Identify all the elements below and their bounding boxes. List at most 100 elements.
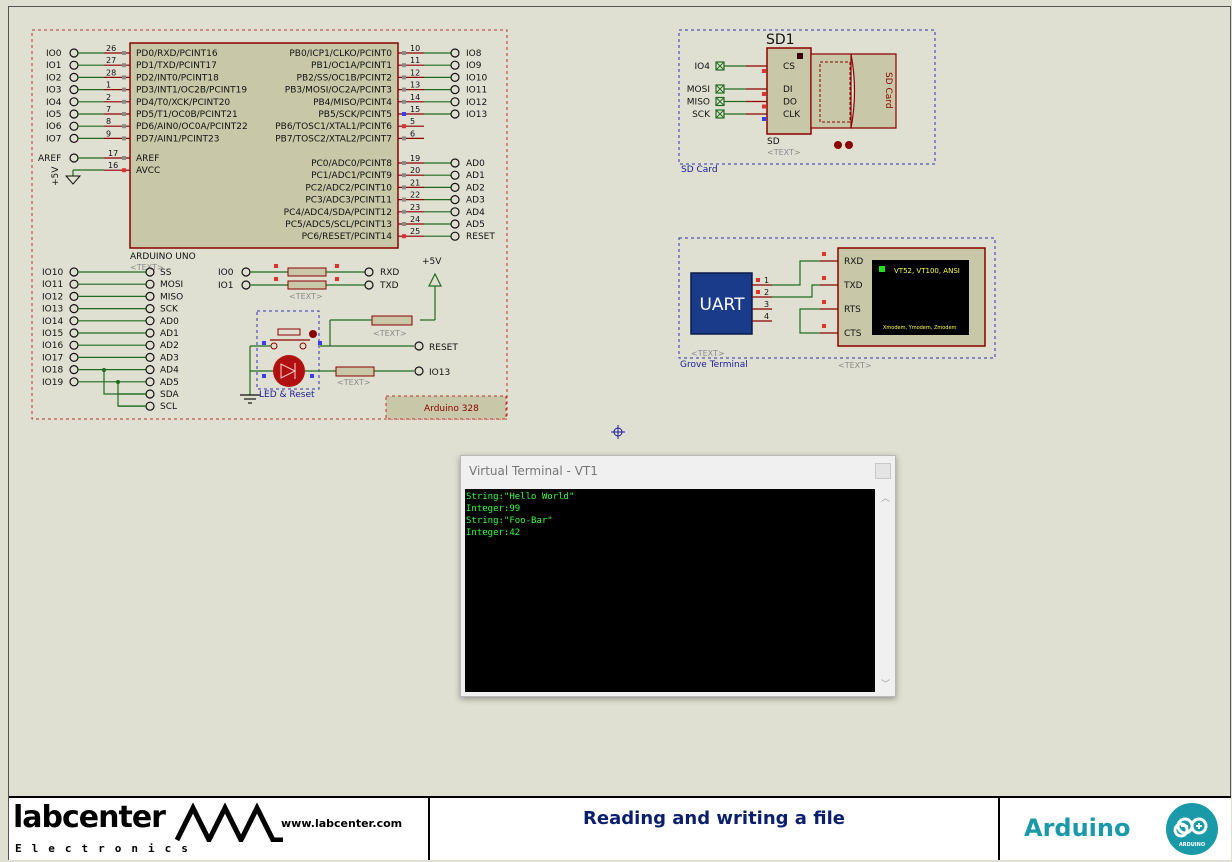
terminal-node[interactable] [145, 401, 155, 411]
terminal-node[interactable] [364, 267, 374, 277]
terminal-node[interactable] [450, 97, 460, 107]
terminal-node[interactable] [145, 291, 155, 301]
terminal-node[interactable] [145, 377, 155, 387]
terminal-node[interactable] [69, 377, 79, 387]
terminal-node[interactable] [145, 352, 155, 362]
led-icon[interactable] [273, 355, 305, 387]
terminal-node[interactable] [450, 48, 460, 58]
term-pin-rxd[interactable]: RXD [820, 252, 863, 267]
arduino-block[interactable]: IO026PD0/RXD/PCINT16IO127PD1/TXD/PCINT17… [31, 29, 508, 420]
term-pin-rts[interactable]: RTS [820, 300, 861, 315]
terminal-node[interactable] [450, 72, 460, 83]
terminal-node[interactable] [450, 219, 460, 229]
scroll-down-icon[interactable]: ﹀ [881, 680, 891, 690]
term-pin-txd[interactable]: TXD [820, 276, 863, 291]
uart-module[interactable] [690, 272, 753, 335]
term-pin-cts[interactable]: CTS [820, 324, 862, 339]
uart-pin-4[interactable]: 4 [752, 312, 772, 322]
terminal-node[interactable] [69, 279, 79, 289]
reset-led-circuit[interactable]: +5V <TEXT> RESET [240, 257, 458, 404]
led-resistor[interactable] [335, 366, 375, 377]
terminal-node[interactable] [69, 97, 79, 107]
terminal-node[interactable] [69, 153, 79, 163]
terminal-node[interactable] [69, 352, 79, 362]
terminal-node[interactable] [145, 365, 155, 375]
terminal-node[interactable] [69, 328, 79, 338]
terminal-node[interactable] [69, 340, 79, 350]
serial-resistor[interactable] [287, 280, 327, 290]
terminal-node[interactable] [145, 389, 155, 399]
terminal-node[interactable] [241, 280, 251, 290]
terminal-node[interactable] [241, 267, 251, 277]
alias-scl[interactable]: SCL [118, 401, 177, 412]
terminal-node[interactable] [69, 48, 79, 58]
terminal-node[interactable] [145, 340, 155, 350]
terminal-node[interactable] [450, 158, 460, 168]
terminal-node[interactable] [450, 182, 460, 192]
terminal-node[interactable] [450, 109, 460, 119]
scrollbar[interactable]: ︿ ﹀ [879, 489, 893, 692]
terminal-node[interactable] [364, 280, 374, 290]
terminal-node[interactable] [145, 267, 155, 277]
uart-pin-3[interactable]: 3 [752, 300, 772, 310]
terminal-node[interactable] [69, 133, 79, 143]
pullup-resistor[interactable] [371, 315, 413, 326]
terminal-node[interactable] [450, 231, 460, 241]
terminal-node[interactable] [69, 365, 79, 375]
virtual-terminal-window[interactable]: Virtual Terminal - VT1 String:"Hello Wor… [460, 455, 896, 697]
serial-resistor[interactable] [287, 267, 327, 277]
terminal-node[interactable] [69, 60, 79, 70]
terminal-node[interactable] [69, 109, 79, 119]
terminal-node[interactable] [145, 304, 155, 314]
scroll-up-icon[interactable]: ︿ [881, 494, 891, 504]
terminal-node[interactable] [69, 72, 79, 83]
terminal-node[interactable] [450, 170, 460, 180]
reset-button[interactable] [277, 328, 301, 336]
alias-sda[interactable]: SDA [118, 389, 179, 400]
arduino-chip-body[interactable] [129, 42, 399, 249]
terminal-node[interactable] [450, 207, 460, 217]
terminal-node[interactable] [145, 279, 155, 289]
terminal-node[interactable] [69, 304, 79, 314]
terminal-node[interactable] [145, 328, 155, 338]
terminal-node[interactable] [69, 291, 79, 301]
terminal-node[interactable] [450, 195, 460, 205]
